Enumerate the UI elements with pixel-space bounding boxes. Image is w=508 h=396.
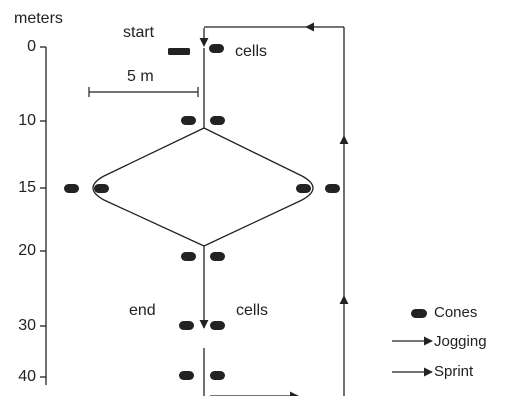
axis-tick-label: 30 <box>18 317 36 334</box>
axis-tick-label: 15 <box>18 179 36 196</box>
cells-bottom-label: cells <box>236 302 269 319</box>
cone <box>209 44 224 53</box>
end-label: end <box>129 302 156 319</box>
cone <box>210 252 225 261</box>
cone <box>179 321 194 330</box>
cone <box>210 371 225 380</box>
legend-cones-label: Cones <box>434 304 478 321</box>
cone <box>64 184 79 193</box>
cone <box>210 116 225 125</box>
legend-jogging-label: Jogging <box>434 333 487 350</box>
axis-tick-label: 0 <box>27 38 36 55</box>
start-bar <box>168 48 190 55</box>
cone <box>325 184 340 193</box>
cones <box>64 44 340 380</box>
cells-top-label: cells <box>235 43 268 60</box>
legend-sprint-label: Sprint <box>434 363 474 380</box>
cone <box>210 321 225 330</box>
cone <box>296 184 311 193</box>
cone <box>179 371 194 380</box>
path-diamond <box>92 127 314 247</box>
cone <box>94 184 109 193</box>
scale-bar-label: 5 m <box>127 68 154 85</box>
distance-axis <box>40 46 47 385</box>
legend-cone-symbol <box>411 309 427 318</box>
axis-unit-label: meters <box>14 10 63 27</box>
scale-bar <box>88 87 199 97</box>
axis-tick-label: 10 <box>18 112 36 129</box>
start-label: start <box>123 24 155 41</box>
axis-tick-label: 40 <box>18 368 36 385</box>
cone <box>181 116 196 125</box>
course-paths <box>92 22 349 396</box>
legend-symbols <box>392 309 433 377</box>
cone <box>181 252 196 261</box>
axis-tick-label: 20 <box>18 242 36 259</box>
